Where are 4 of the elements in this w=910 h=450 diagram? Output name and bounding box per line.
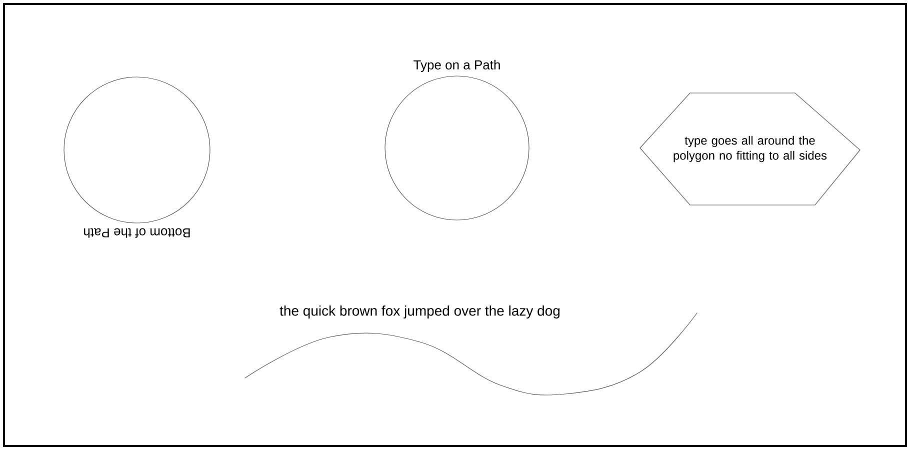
wave-path: the quick brown fox jumped over the lazy dog [244, 305, 698, 396]
circle-path: Bottom of the Path [64, 76, 210, 238]
circle-path: Type on a Path [384, 60, 530, 220]
hexagon-path: type goes all around the polygon no fitting to all sides [640, 92, 860, 206]
